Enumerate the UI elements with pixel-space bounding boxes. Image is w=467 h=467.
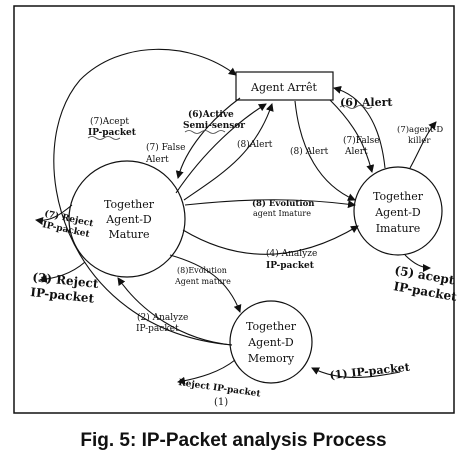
label-alert-6: (6) Alert	[340, 96, 393, 109]
label-false-alert-left-1: (7) False	[146, 142, 185, 153]
label-false-alert-left-2: Alert	[145, 155, 169, 165]
node-mature	[68, 160, 186, 278]
node-imature-line2: Agent-D	[374, 206, 421, 219]
arrow-alert-6	[333, 85, 386, 169]
label-active-1: (6)Active	[188, 109, 234, 120]
label-killer-1: (7)agent-D	[397, 124, 443, 135]
arrow-agent-d-killer	[409, 121, 437, 169]
label-analyze-4-2: IP-packet	[266, 261, 315, 271]
arrow-accept-5	[404, 254, 431, 272]
label-false-alert-right-1: (7)False	[343, 135, 380, 146]
node-memory	[229, 300, 313, 384]
label-analyze-2-1: (2) Analyze	[137, 312, 188, 323]
node-mature-line3: Mature	[108, 228, 149, 241]
arrow-alert-8-right	[294, 100, 356, 201]
label-reject-3-1: (3) Reject	[32, 270, 100, 291]
label-active-2: Semi-sensor	[183, 121, 245, 131]
wavy-underline-3	[339, 105, 373, 109]
node-memory-line2: Agent-D	[247, 336, 294, 349]
node-imature-line1: Together	[373, 190, 424, 203]
arrow-reject-7	[35, 204, 73, 225]
node-mature-line2: Agent-D	[105, 213, 152, 226]
node-imature-line3: Imature	[376, 222, 421, 235]
arrow-evolution-imature	[184, 199, 356, 209]
node-memory-line1: Together	[246, 320, 297, 333]
label-evolution-imature-1: (8) Evolution	[252, 198, 314, 209]
node-imature	[353, 166, 443, 256]
arrow-alert-8-left	[183, 103, 274, 201]
arrow-false-alert-right	[329, 99, 375, 173]
arrow-active-semi-sensor	[175, 97, 241, 179]
label-accept-left-2: IP-packet	[88, 128, 137, 138]
arrow-ip-packet-in	[311, 367, 401, 379]
label-alert-8-right: (8) Alert	[290, 146, 329, 157]
arrow-evolution-mature	[169, 254, 242, 313]
label-false-alert-right-2: Alert	[344, 147, 368, 157]
label-analyze-2-2: IP-packet	[136, 324, 179, 334]
wavy-underline-2	[184, 130, 226, 134]
agent-arret-label: Agent Arrêt	[250, 81, 317, 94]
arrow-analyze-4	[182, 225, 359, 255]
label-accept-left-1: (7)Acept	[90, 116, 129, 127]
label-alert-8-left: (8)Alert	[237, 139, 273, 150]
arrow-reject-3	[39, 261, 86, 284]
label-killer-2: killer	[408, 136, 431, 146]
node-memory-line3: Memory	[248, 352, 295, 365]
arrow-false-alert-left	[175, 103, 267, 194]
label-reject-3-2: IP-packet	[30, 285, 95, 306]
arrow-reject-ip-out	[177, 359, 236, 385]
node-mature-line1: Together	[104, 198, 155, 211]
label-evolution-mature-2: Agent mature	[174, 277, 231, 286]
wavy-underline-1	[87, 136, 121, 140]
arrow-analyze-2	[117, 277, 233, 346]
figure-caption: Fig. 5: IP-Packet analysis Process	[80, 430, 387, 451]
label-evolution-imature-2: agent Imature	[253, 209, 311, 218]
diagram-frame	[13, 5, 455, 414]
label-reject-num: (1)	[214, 397, 228, 408]
label-evolution-mature-1: (8)Evolution	[177, 266, 227, 275]
agent-arret-box	[235, 71, 334, 101]
arrow-memory-to-arret-loop	[53, 48, 237, 346]
label-ip-packet-1: (1) IP-packet	[329, 361, 411, 382]
label-analyze-4-1: (4) Analyze	[266, 248, 317, 259]
